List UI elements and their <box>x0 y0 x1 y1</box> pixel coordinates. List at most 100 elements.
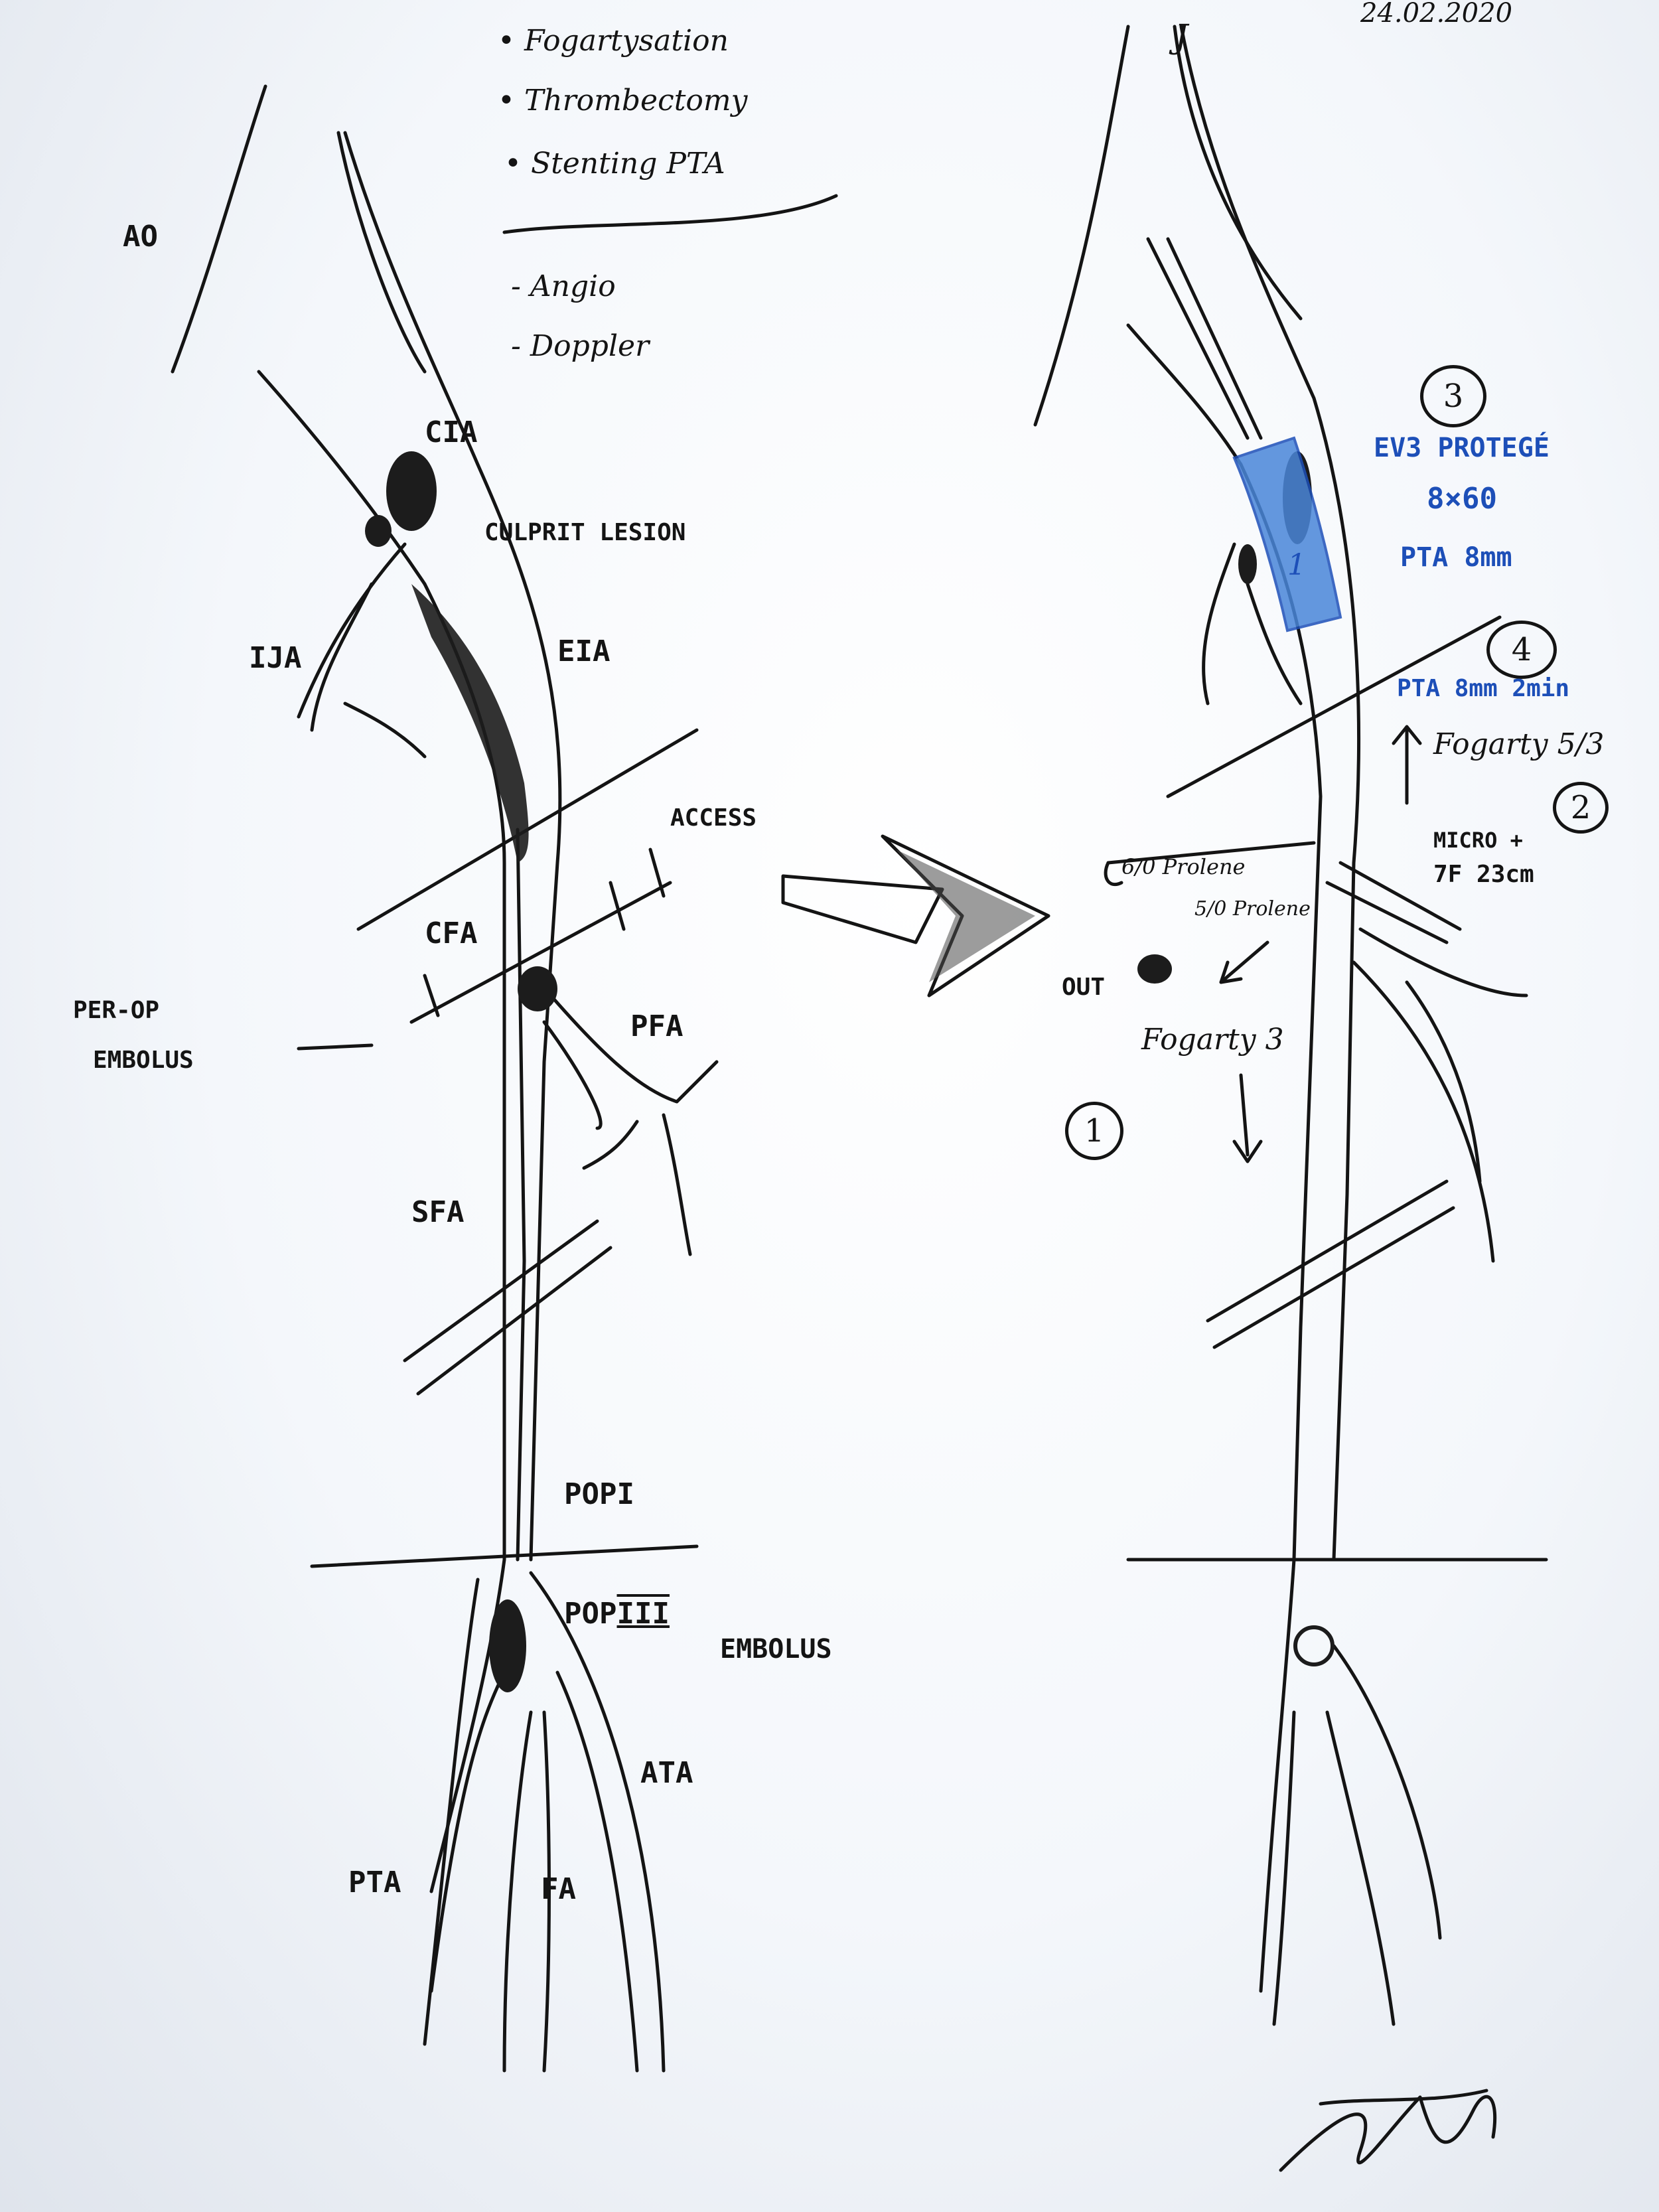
plan-item-thrombectomy: • Thrombectomy <box>498 84 748 117</box>
stent-name-label: EV3 PROTEGÉ <box>1374 433 1550 463</box>
left-aorta-inner <box>336 131 427 374</box>
left-occlusion <box>365 451 557 1692</box>
label-cfa: CFA <box>425 917 478 950</box>
left-lumen-line <box>516 828 526 1562</box>
left-cut-tick-2 <box>609 881 626 931</box>
stent <box>1232 436 1342 632</box>
left-sfa-cut-2 <box>416 1246 613 1396</box>
left-ija-upper <box>297 542 407 719</box>
label-pop-i: POPI <box>564 1477 634 1511</box>
left-perop-leader <box>297 1043 374 1051</box>
prolene-6-0-label: 6/0 Prolene <box>1121 854 1246 879</box>
right-prolene-hook <box>1104 861 1123 887</box>
signature-loop <box>1319 2089 1488 2106</box>
left-pfa-upper <box>549 994 719 1104</box>
left-aorta-limb-a <box>257 370 427 586</box>
step-3-circle: 3 <box>1420 365 1486 427</box>
left-tibial-left-outer2 <box>423 1578 480 2046</box>
right-sheath <box>1338 861 1462 931</box>
sheath-size-label: 7F 23cm <box>1433 861 1534 888</box>
left-pfa-fork <box>662 1113 692 1256</box>
fogarty-up-label: Fogarty 5/3 <box>1433 727 1605 761</box>
right-pfa-upper <box>1358 927 1528 997</box>
transition-arrow-shaft <box>781 874 944 944</box>
stent-size-label: 8×60 <box>1427 482 1497 516</box>
left-cut-line-2 <box>409 881 672 1024</box>
left-tibial-ata-inner <box>555 1670 639 2073</box>
fogarty-down-arrow <box>1239 1073 1250 1157</box>
label-fa: FA <box>541 1872 576 1906</box>
right-main-right-wall <box>1179 25 1360 1562</box>
step-4-circle: 4 <box>1486 621 1557 679</box>
label-culprit-lesion: CULPRIT LESION <box>484 519 686 546</box>
right-tibial-2 <box>1325 1710 1396 2026</box>
right-pfa-lower <box>1352 960 1495 1263</box>
right-tibial-3 <box>1332 1644 1442 1940</box>
prolene-5-0-label: 5/0 Prolene <box>1194 897 1311 921</box>
label-perop-line2: EMBOLUS <box>93 1047 194 1074</box>
label-sfa: SFA <box>411 1195 465 1229</box>
signature-scribble <box>1279 2095 1497 2172</box>
arrow-shading <box>896 849 1035 982</box>
left-cut-tick-1 <box>423 974 440 1017</box>
label-pta: PTA <box>348 1866 401 1899</box>
out-label: OUT <box>1062 974 1106 1001</box>
right-cut-3 <box>1212 1206 1455 1349</box>
right-pfa-inner <box>1405 980 1482 1183</box>
right-catheter-2 <box>1166 237 1263 440</box>
right-main-left-wall <box>1239 463 1323 1993</box>
label-access: ACCESS <box>670 804 757 832</box>
preop-item-angio: - Angio <box>511 269 616 303</box>
label-eia: EIA <box>557 634 611 668</box>
right-cut-1 <box>1166 615 1502 798</box>
label-ata: ATA <box>640 1756 693 1790</box>
out-arrow <box>1219 940 1269 984</box>
left-main-right-wall <box>343 131 562 1562</box>
out-arrow-head <box>1219 960 1243 984</box>
right-branch-a <box>1126 323 1243 467</box>
stent-pta-label: PTA 8mm <box>1400 542 1512 573</box>
left-tibial-fa-inner <box>542 1710 551 2073</box>
right-sheath-2 <box>1325 881 1449 944</box>
fogarty-down-label: Fogarty 3 <box>1141 1023 1284 1057</box>
label-cia: CIA <box>425 415 478 449</box>
left-tibial-ata-outer <box>529 1571 666 2073</box>
label-pop-iii-embolus: EMBOLUS <box>720 1634 832 1664</box>
step-1-circle: 1 <box>1065 1102 1123 1160</box>
label-pop-iii-numeral: III <box>616 1597 670 1631</box>
step-2-circle: 2 <box>1553 782 1609 834</box>
right-catheter-1 <box>1146 237 1250 440</box>
left-pfa-fork2 <box>582 1120 639 1170</box>
left-ija-twig <box>343 701 427 759</box>
left-cut-tick-3 <box>648 848 666 898</box>
plan-item-fogartysation: • Fogartysation <box>498 24 729 58</box>
label-ao: AO <box>123 220 158 254</box>
plan-divider <box>502 194 838 234</box>
left-pfa-lower <box>542 1020 603 1130</box>
side-mark-label: J <box>1175 17 1189 56</box>
right-branch-c <box>1246 582 1303 705</box>
date-label: 24.02.2020 <box>1360 0 1513 29</box>
plan-item-stenting: • Stenting PTA <box>504 147 725 181</box>
label-perop-line1: PER-OP <box>73 997 160 1024</box>
left-ija-lower <box>310 582 374 732</box>
left-sfa-cut-1 <box>403 1219 599 1363</box>
left-tibial-left-outer <box>429 1670 506 1993</box>
micro-label: MICRO + <box>1433 828 1523 853</box>
preop-item-doppler: - Doppler <box>511 329 650 363</box>
fogarty-up-arrow-head <box>1392 725 1422 745</box>
right-branch-b <box>1202 542 1236 705</box>
left-tibial-pta-inner <box>502 1710 533 2073</box>
right-tibial-1 <box>1272 1710 1296 2026</box>
left-pop-line <box>310 1544 699 1568</box>
pta-balloon-label: PTA 8mm 2min <box>1397 675 1570 702</box>
label-pop-iii: POPIII <box>564 1599 670 1629</box>
right-aorta-inner <box>1173 25 1303 321</box>
right-prolene-line <box>1106 841 1316 865</box>
stent-number-label: 1 <box>1287 548 1306 582</box>
label-pop-iii-prefix: POP <box>564 1597 617 1631</box>
label-ija: IJA <box>249 641 302 675</box>
right-cut-2 <box>1206 1179 1449 1323</box>
